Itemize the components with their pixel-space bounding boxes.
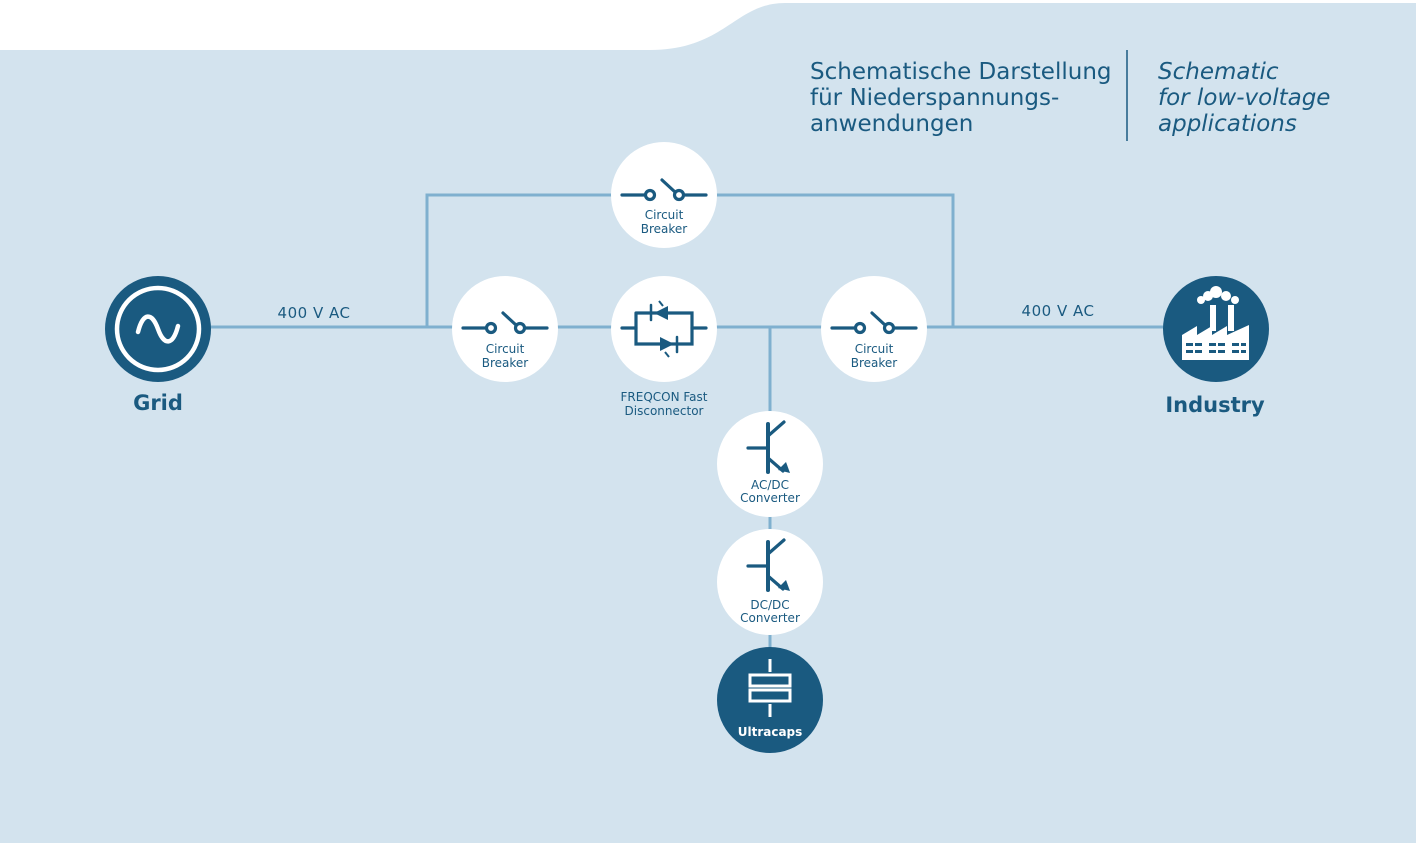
title-de-line-3: anwendungen [810, 111, 973, 137]
grid-voltage-label: 400 V AC [278, 304, 351, 322]
dcdc-label-1: DC/DC [750, 598, 789, 612]
breaker-right-circle [821, 276, 927, 382]
breaker-right-node: Circuit Breaker [821, 276, 927, 382]
fast-disconnector-label-2: Disconnector [625, 404, 704, 418]
switch-icon [830, 311, 918, 335]
title-en-line-2: for low-voltage [1158, 85, 1330, 111]
breaker-left-node: Circuit Breaker [452, 276, 558, 382]
breaker-top-circle [611, 142, 717, 248]
breaker-top-node: Circuit Breaker [611, 142, 717, 248]
breaker-left-label-2: Breaker [482, 356, 529, 370]
fast-disconnector-node: FREQCON Fast Disconnector [611, 276, 717, 418]
dcdc-label-2: Converter [740, 611, 800, 625]
industry-voltage-label: 400 V AC [1022, 302, 1095, 320]
breaker-right-label-1: Circuit [855, 342, 894, 356]
breaker-top-label-2: Breaker [641, 222, 688, 236]
acdc-label-1: AC/DC [751, 478, 789, 492]
thyristor-pair-icon [620, 300, 708, 358]
sine-wave-icon [114, 285, 202, 373]
acdc-label-2: Converter [740, 491, 800, 505]
header-band [0, 0, 1416, 50]
title-en-line-1: Schematic [1158, 59, 1279, 85]
breaker-left-circle [452, 276, 558, 382]
breaker-right-label-2: Breaker [851, 356, 898, 370]
industry-node: Industry [1163, 276, 1269, 417]
industry-label: Industry [1165, 393, 1265, 417]
breaker-top-label-1: Circuit [645, 208, 684, 222]
switch-icon [620, 178, 708, 202]
title-de-line-1: Schematische Darstellung [810, 59, 1112, 85]
title-block: Schematische Darstellung für Niederspann… [810, 50, 1330, 141]
transistor-arrow [778, 462, 790, 473]
dcdc-converter-node: DC/DC Converter [717, 529, 823, 635]
title-en-line-3: applications [1158, 111, 1297, 137]
grid-node: Grid [105, 276, 211, 415]
acdc-converter-node: AC/DC Converter [717, 411, 823, 517]
capacitor-icon [748, 659, 792, 717]
ultracaps-label: Ultracaps [738, 725, 803, 739]
transistor-arrow [778, 580, 790, 591]
switch-icon [461, 311, 549, 335]
fast-disconnector-label-1: FREQCON Fast [621, 390, 708, 404]
fast-disconnector-circle [611, 276, 717, 382]
factory-windows [1186, 343, 1246, 353]
grid-label: Grid [133, 391, 183, 415]
ultracaps-node: Ultracaps [717, 647, 823, 753]
wires [210, 193, 1165, 700]
breaker-left-label-1: Circuit [486, 342, 525, 356]
title-de-line-2: für Niederspannungs- [810, 85, 1059, 111]
